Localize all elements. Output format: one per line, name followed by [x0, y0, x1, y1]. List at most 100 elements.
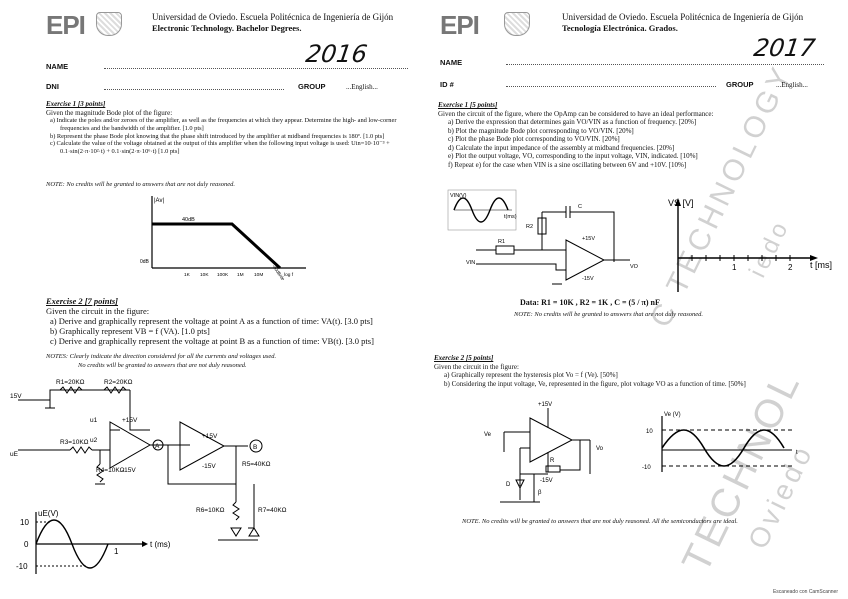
- bode-ylabel: |Av|: [154, 198, 164, 204]
- opamp1-vp: +15V: [122, 417, 138, 424]
- vin-label: VIN: [466, 260, 475, 266]
- exercise-2-item: a) Graphically represent the hysteresis …: [444, 371, 618, 379]
- exercise-1-item: b) Plot the magnitude Bode plot correspo…: [448, 126, 634, 135]
- exercise-1-item: f) Repeat e) for the case when VIN is a …: [448, 160, 687, 169]
- group-label: GROUP: [726, 80, 754, 89]
- bode-x-ticks: 1K 10K 100K 1M 10M: [184, 272, 263, 278]
- wave-xlabel: t (ms): [150, 540, 171, 549]
- opamp1-vn: -15V: [122, 467, 136, 474]
- vp-label: +15V: [538, 402, 552, 408]
- input-sine-wave: [35, 519, 109, 569]
- resistor-r3: [69, 446, 93, 454]
- epi-logo: EPI: [440, 10, 480, 40]
- wave-y-bot: -10: [16, 562, 28, 571]
- course-name: Electronic Technology. Bachelor Degrees.: [152, 23, 302, 33]
- diode-2: [248, 527, 260, 537]
- exercise-1-intro: Given the circuit of the figure, where t…: [438, 109, 714, 118]
- group-value: ...English...: [346, 83, 378, 91]
- resistor-r: [545, 465, 561, 473]
- axis-ticks: [691, 255, 791, 261]
- bode-tick: 10M: [254, 272, 263, 278]
- exercise-1-item: c) Plot the phase Bode plot correspondin…: [448, 135, 620, 143]
- id-label: ID #: [440, 80, 454, 89]
- exercise-1-circuit: VIN(V) t(ms) R1 R2 C +15V -15V VO VIN: [447, 189, 639, 285]
- id-field[interactable]: [506, 86, 716, 87]
- bode-tick: 100K: [217, 272, 229, 278]
- exercise-2-intro: Given the circuit in the figure:: [46, 306, 150, 316]
- vo-label: Vo: [596, 446, 604, 452]
- exercise-1-item: c) Calculate the value of the voltage ob…: [50, 140, 390, 156]
- exercise-2-title: Exercise 2 [7 points]: [46, 296, 119, 306]
- opamp2-vn: -15V: [202, 463, 216, 470]
- name-field[interactable]: [506, 64, 824, 65]
- handwritten-year: 2016: [304, 40, 370, 68]
- bode-tick: 10K: [200, 272, 209, 278]
- bode-zero-label: 0dB: [140, 259, 150, 265]
- exercise-2-item: b) Considering the input voltage, Ve, re…: [444, 379, 746, 388]
- output-tick-1: 1: [732, 263, 737, 272]
- ve-xlabel: t: [796, 450, 798, 456]
- wave-ylabel: uE(V): [38, 509, 59, 518]
- name-label: NAME: [46, 62, 69, 71]
- vo-label: VO: [630, 264, 639, 270]
- name-field[interactable]: [104, 68, 408, 69]
- exercise-2-item: a) Derive and graphically represent the …: [50, 316, 373, 326]
- output-axes: VS [V] 1 2 t [ms]: [668, 198, 832, 292]
- exercise-2-circuit: +15V -15V Ve Vo R D β: [484, 402, 604, 503]
- node-b-label: B: [253, 444, 257, 451]
- resistor-r4: [96, 463, 104, 483]
- resistor-r1: [495, 245, 515, 255]
- group-label: GROUP: [298, 82, 326, 91]
- d-label: D: [506, 482, 511, 488]
- exercise-1-title: Exercise 1 [3 points]: [46, 100, 106, 108]
- resistor-r2: [537, 217, 547, 235]
- bode-magnitude-curve: [152, 222, 282, 270]
- exercise-2-circuit: R1=20KΩ R2=20KΩ 15V R3=10KΩ R4=10KΩ +15V…: [10, 379, 287, 541]
- university-name: Universidad de Oviedo. Escuela Politécni…: [562, 12, 804, 22]
- time-axis-label: t(ms): [504, 214, 517, 220]
- node-a-label: A: [155, 443, 160, 450]
- c-label: C: [578, 204, 582, 210]
- node-a: [152, 439, 164, 451]
- input-waveform-plot: uE(V) 10 0 -10 1 t (ms): [16, 509, 171, 574]
- r7-label: R7=40KΩ: [258, 507, 287, 514]
- exercise-1: Exercise 1 [5 points] Given the circuit …: [438, 101, 834, 169]
- exercise-1-item: e) Plot the output voltage, VO, correspo…: [448, 152, 698, 160]
- diode-1: [230, 527, 242, 537]
- ve-waveform-plot: Ve (V) 10 -10 t: [642, 412, 798, 472]
- scanner-footer: Escaneado con CamScanner: [772, 589, 838, 595]
- dni-label: DNI: [46, 82, 59, 91]
- output-tick-2: 2: [788, 263, 793, 272]
- r4-label: R4=10KΩ: [96, 467, 125, 474]
- exercise-1-note: NOTE: No credits will be granted to answ…: [514, 311, 704, 318]
- dni-field[interactable]: [104, 89, 284, 90]
- r3-label: R3=10KΩ: [60, 439, 89, 446]
- vin-axis-label: VIN(V): [450, 193, 467, 199]
- ve-label: Ve: [484, 432, 492, 438]
- exercise-2-title: Exercise 2 [5 points]: [434, 354, 494, 362]
- exercise-2: Exercise 2 [5 points] Given the circuit …: [434, 354, 834, 388]
- ue-label: uE: [10, 451, 19, 458]
- bode-gain-label: 40dB: [182, 217, 195, 223]
- ve-sine-wave: [661, 429, 785, 467]
- opamp-1: [109, 421, 152, 469]
- opamp-vn: -15V: [582, 276, 594, 282]
- exercise-2-item: b) Graphically represent VB = f (VA). [1…: [50, 326, 210, 336]
- ve-top: 10: [646, 429, 653, 435]
- opamp: [565, 239, 606, 281]
- vin-sine-wave: [453, 197, 509, 223]
- university-name: Universidad de Oviedo. Escuela Politécni…: [152, 12, 394, 22]
- exercise-1-item: a) Indicate the poles and/or zeroes of t…: [50, 117, 397, 132]
- exercise-1-intro: Given the magnitude Bode plot of the fig…: [46, 108, 173, 117]
- exercise-2-intro: Given the circuit in the figure:: [434, 362, 519, 371]
- exam-page-2017: EPI Universidad de Oviedo. Escuela Polit…: [424, 0, 848, 599]
- course-name: Tecnología Electrónica. Grados.: [562, 23, 678, 33]
- university-crest-icon: [96, 12, 122, 36]
- diode-d: [515, 479, 525, 490]
- exam-page-2016: EPI Universidad de Oviedo. Escuela Polit…: [10, 10, 408, 574]
- exercise-2-note: NOTE. No credits will be granted to answ…: [462, 518, 738, 525]
- resistor-r1: [59, 386, 83, 394]
- ve-ylabel: Ve (V): [664, 412, 681, 418]
- exercise-1-item: b) Represent the phase Bode plot knowing…: [50, 132, 385, 140]
- u2-label: u2: [90, 437, 98, 444]
